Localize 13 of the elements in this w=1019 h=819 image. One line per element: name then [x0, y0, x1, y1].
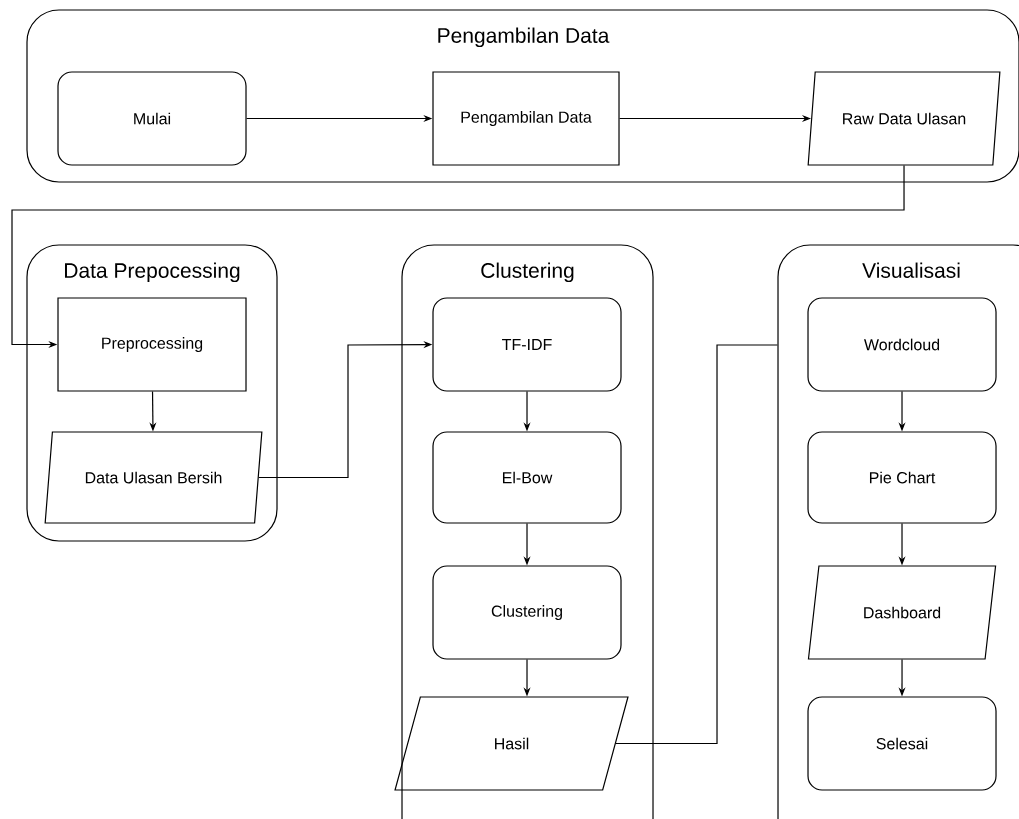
- data-parallelogram: Raw Data Ulasan: [807, 71, 1001, 166]
- data-parallelogram: Dashboard: [807, 565, 997, 660]
- process-box: Clustering: [432, 565, 622, 660]
- data-parallelogram: Hasil: [394, 696, 629, 791]
- process-box: El-Bow: [432, 431, 622, 524]
- process-box: TF-IDF: [432, 297, 622, 392]
- process-box: Pengambilan Data: [432, 71, 620, 166]
- data-parallelogram: Data Ulasan Bersih: [44, 431, 263, 524]
- process-box: Selesai: [807, 696, 997, 791]
- process-box: Pie Chart: [807, 431, 997, 524]
- process-box: Preprocessing: [57, 297, 247, 392]
- process-box: Wordcloud: [807, 297, 997, 392]
- process-box: Mulai: [57, 71, 247, 166]
